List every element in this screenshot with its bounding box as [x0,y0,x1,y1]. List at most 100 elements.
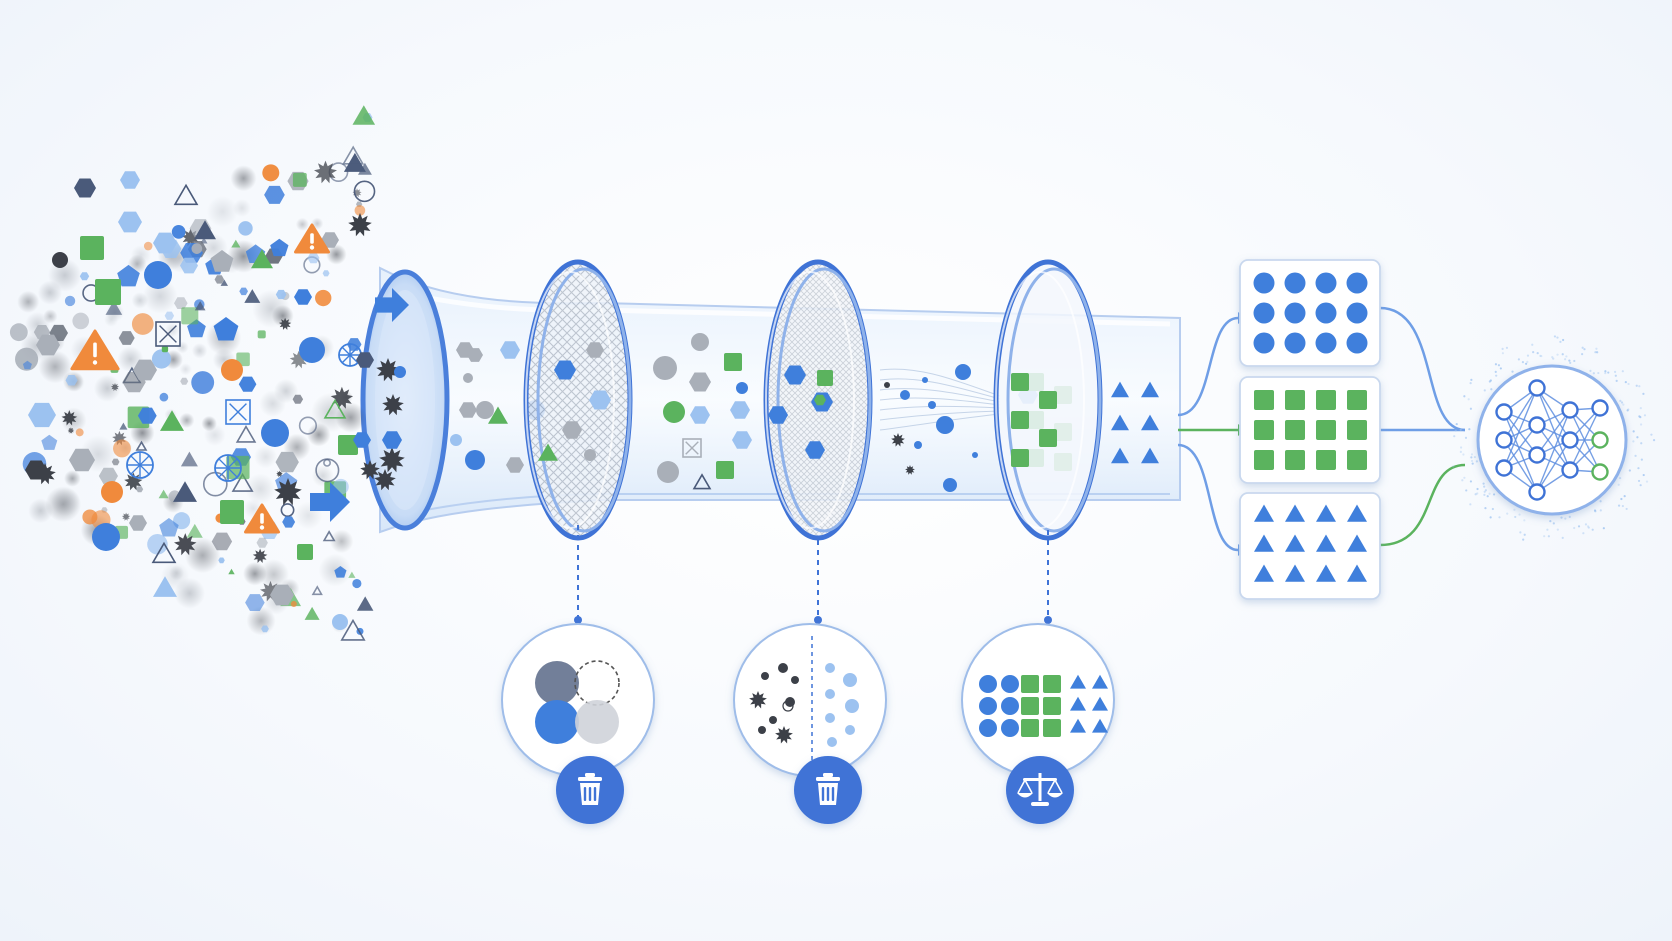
triangle [488,406,508,424]
glow-dot [1546,528,1549,531]
glow-dot [1521,360,1525,364]
glow-dot [1501,352,1504,355]
glow-dot [1470,459,1474,463]
triangle [194,301,206,311]
triangle [348,571,356,578]
square [1285,390,1305,410]
circle-dot [955,364,971,380]
network-node [1528,379,1546,397]
output-card [1239,492,1381,600]
glow-dot [1623,495,1626,498]
circle-dot [884,382,890,388]
hexagon [218,557,225,564]
circle-dot [1346,272,1368,294]
network-node [1561,401,1579,419]
circle-dot [972,452,978,458]
glow-dot [1617,483,1620,486]
circle-dot [15,347,39,371]
glow-dot [1459,450,1462,453]
hexagon [275,451,299,473]
glow-dot [1618,476,1622,480]
branch-line-bottom [1177,443,1239,552]
noise-particle [891,433,905,447]
square [1254,390,1274,410]
circle-dot [113,439,131,458]
circle-dot [72,312,90,330]
triangle [1285,564,1305,582]
circle-dot [845,699,859,713]
triangle [1285,504,1305,522]
pentagon [213,317,239,341]
stage-dedup-circle [501,623,655,824]
circle-dot [1284,332,1306,354]
network-node [1528,446,1546,464]
hexagon [79,272,90,281]
noise-particle [67,427,75,434]
glow-dot [1459,446,1463,449]
glow-dot [1483,389,1486,392]
glow-dot [1577,525,1581,528]
glow-dot [1501,347,1504,350]
glow-dot [1553,335,1557,338]
triangle [231,239,241,248]
haze-particle [191,343,208,359]
hexagon [164,311,175,320]
glow-dot [1632,440,1635,443]
square [1285,420,1305,440]
triangle [352,105,376,125]
glow-dot [1526,360,1529,363]
ring-dot [353,180,376,203]
circle-dot [64,295,76,307]
noise-particle [348,213,372,237]
circle-dot [1315,302,1337,324]
haze-particle [17,290,40,313]
hexagon [137,407,157,424]
glow-dot [1626,409,1629,412]
glow-dot [1467,398,1470,401]
glow-dot [1599,500,1602,503]
square [1043,719,1061,737]
hexagon [211,532,233,551]
haze-particle [252,289,291,328]
circle-dot [1315,332,1337,354]
haze-particle [169,565,185,581]
circle-dot [1001,697,1019,715]
hexagon [118,211,142,233]
hexagon [180,257,198,274]
glow-dot [1482,482,1485,485]
glow-dot [1581,353,1584,356]
glow-dot [1556,336,1559,339]
square [716,461,734,479]
hexagon [238,376,257,392]
circle-dot [943,478,957,492]
hexagon [768,406,788,424]
haze-particle [254,445,278,469]
glow-dot [1547,535,1550,538]
glow-dot [1476,487,1479,491]
hexagon [730,401,750,419]
pentagon [117,264,140,287]
stage-balance-circle [961,623,1115,824]
triangle [1347,534,1367,552]
glow-dot [1560,516,1563,519]
square [1316,390,1336,410]
glow-dot [1642,473,1645,477]
circle-dot [159,392,169,402]
glow-dot [1459,428,1462,431]
circle-dot [1253,302,1275,324]
pentagon [270,238,289,257]
hexagon [282,516,296,528]
glow-dot [1565,355,1568,358]
removed-circle [575,700,619,744]
circle-dot [147,534,168,555]
noise-particle [124,472,143,491]
trash-icon [578,773,602,805]
triangle [1141,381,1159,398]
glow-dot [1526,354,1530,357]
network-node [1591,399,1609,417]
glow-dot [1589,369,1592,372]
hexagon [28,402,56,428]
glow-dot [1640,458,1643,461]
ring-dot [298,416,318,435]
circle-dot [290,600,297,607]
